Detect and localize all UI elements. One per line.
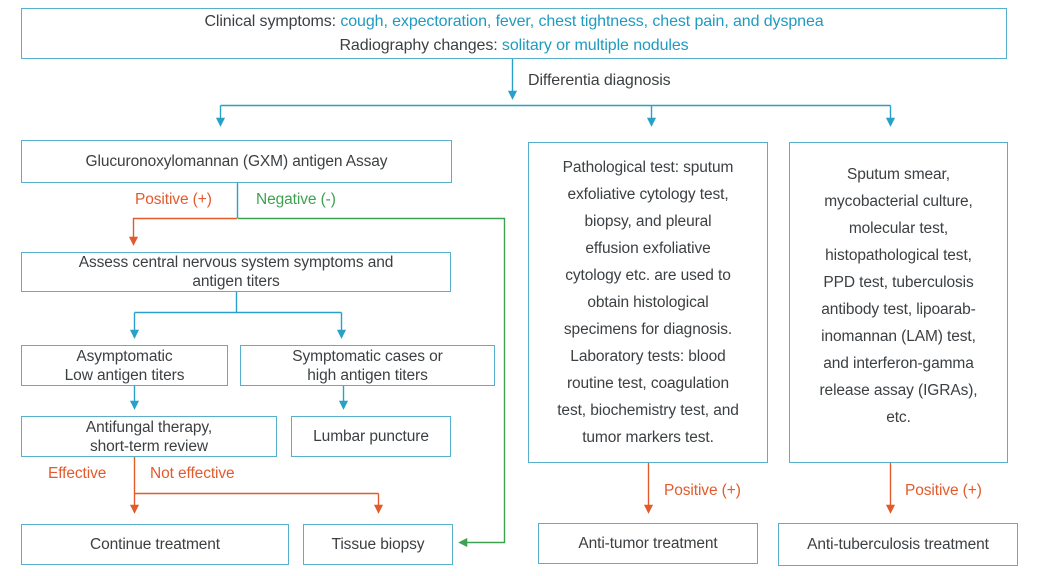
clinical-symptoms-label: Clinical symptoms: [204, 12, 341, 30]
negative-label-gxm: Negative (-) [256, 191, 336, 208]
radiography-label: Radiography changes: [339, 36, 502, 54]
anti-tumor-treatment-box: Anti-tumor treatment [538, 523, 758, 564]
arrow-positive-to-assess [128, 217, 238, 246]
effective-label: Effective [48, 465, 107, 482]
positive-label-gxm: Positive (+) [135, 191, 212, 208]
positive-label-tuberculosis: Positive (+) [905, 482, 982, 499]
clinical-symptoms-box: Clinical symptoms: cough, expectoration,… [21, 8, 1007, 59]
symptomatic-box: Symptomatic cases or high antigen titers [240, 345, 495, 386]
lumbar-puncture-box: Lumbar puncture [291, 416, 451, 457]
pathological-test-box: Pathological test: sputum exfoliative cy… [528, 142, 768, 463]
not-effective-label: Not effective [150, 465, 235, 482]
differential-diagnosis-label: Differentia diagnosis [528, 72, 671, 89]
radiography-line: Radiography changes: solitary or multipl… [339, 34, 688, 58]
clinical-symptoms-line: Clinical symptoms: cough, expectoration,… [204, 10, 823, 34]
tissue-biopsy-box: Tissue biopsy [303, 524, 453, 565]
clinical-symptoms-value: cough, expectoration, fever, chest tight… [340, 12, 824, 30]
tuberculosis-test-box: Sputum smear, mycobacterial culture, mol… [789, 142, 1008, 463]
line-assess-down [134, 292, 342, 314]
gxm-assay-box: Glucuronoxylomannan (GXM) antigen Assay [21, 140, 452, 183]
radiography-value: solitary or multiple nodules [501, 36, 689, 54]
asymptomatic-box: Asymptomatic Low antigen titers [21, 345, 228, 386]
positive-label-pathological: Positive (+) [664, 482, 741, 499]
anti-tuberculosis-treatment-box: Anti-tuberculosis treatment [778, 523, 1018, 566]
antifungal-therapy-box: Antifungal therapy, short-term review [21, 416, 277, 457]
continue-treatment-box: Continue treatment [21, 524, 289, 565]
assess-cns-box: Assess central nervous system symptoms a… [21, 252, 451, 292]
